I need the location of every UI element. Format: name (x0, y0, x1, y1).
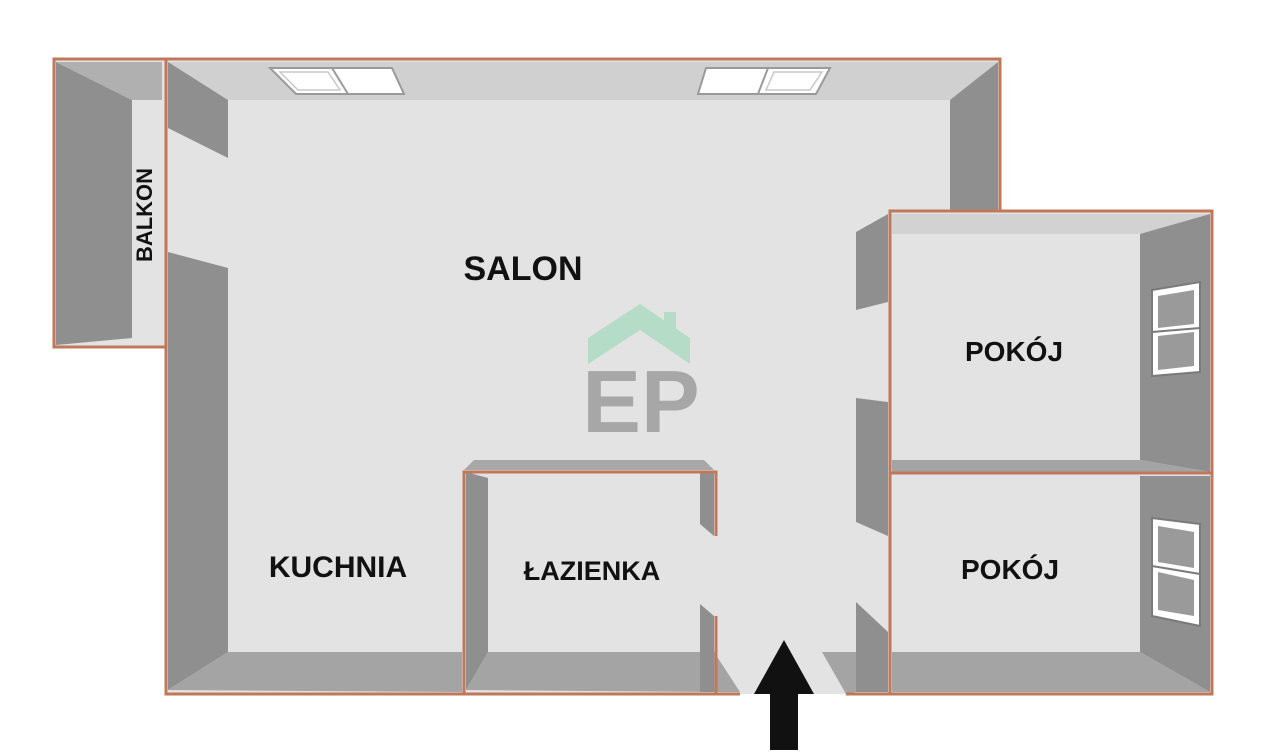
wall-pokoj-top-upper (892, 214, 1210, 234)
wall-lazienka-top (464, 460, 714, 470)
wall-balkon-left (56, 62, 132, 345)
room-label-pokoj-top: POKÓJ (965, 336, 1063, 367)
outline-salon (164, 57, 1002, 696)
watermark-logo: EP (582, 304, 700, 451)
wall-corridor-right-mid (856, 398, 888, 536)
room-label-pokoj-bottom: POKÓJ (961, 554, 1059, 585)
wall-balkon-top (56, 62, 162, 100)
wall-lazienka-right-top (700, 472, 714, 536)
wall-lazienka-right-bottom (700, 604, 714, 692)
window-icon (267, 67, 406, 95)
window-icon (1151, 280, 1201, 378)
room-label-salon: SALON (464, 250, 583, 288)
wall-kuchnia-bottom (168, 652, 462, 692)
window-icon (1151, 516, 1201, 628)
wall-faces (56, 62, 1210, 694)
wall-lazienka-bottom (466, 652, 712, 692)
wall-corridor-stub-right (822, 652, 856, 694)
house-chimney-icon (664, 312, 676, 336)
wall-corridor-right-bottom (856, 602, 888, 692)
arrow-up-icon (754, 640, 814, 750)
windows (267, 67, 1201, 628)
wall-salon-left-stub (168, 62, 228, 158)
wall-salon-left (168, 252, 228, 690)
outlines (52, 57, 1214, 696)
wall-pokoj-bottom-bottom (892, 652, 1210, 692)
room-label-balkon: BALKON (132, 168, 157, 262)
wall-corridor-stub-left (714, 652, 740, 692)
wall-salon-right (950, 62, 998, 211)
room-label-kuchnia: KUCHNIA (269, 551, 407, 584)
wall-corridor-right-top (856, 214, 888, 310)
wall-pokoj-top-bottom (892, 460, 1210, 472)
watermark-text: EP (582, 352, 699, 451)
wall-lazienka-left (466, 472, 488, 690)
room-label-lazienka: ŁAZIENKA (524, 556, 661, 586)
window-icon (696, 67, 832, 95)
outline-pokoj-bottom (888, 471, 1214, 696)
